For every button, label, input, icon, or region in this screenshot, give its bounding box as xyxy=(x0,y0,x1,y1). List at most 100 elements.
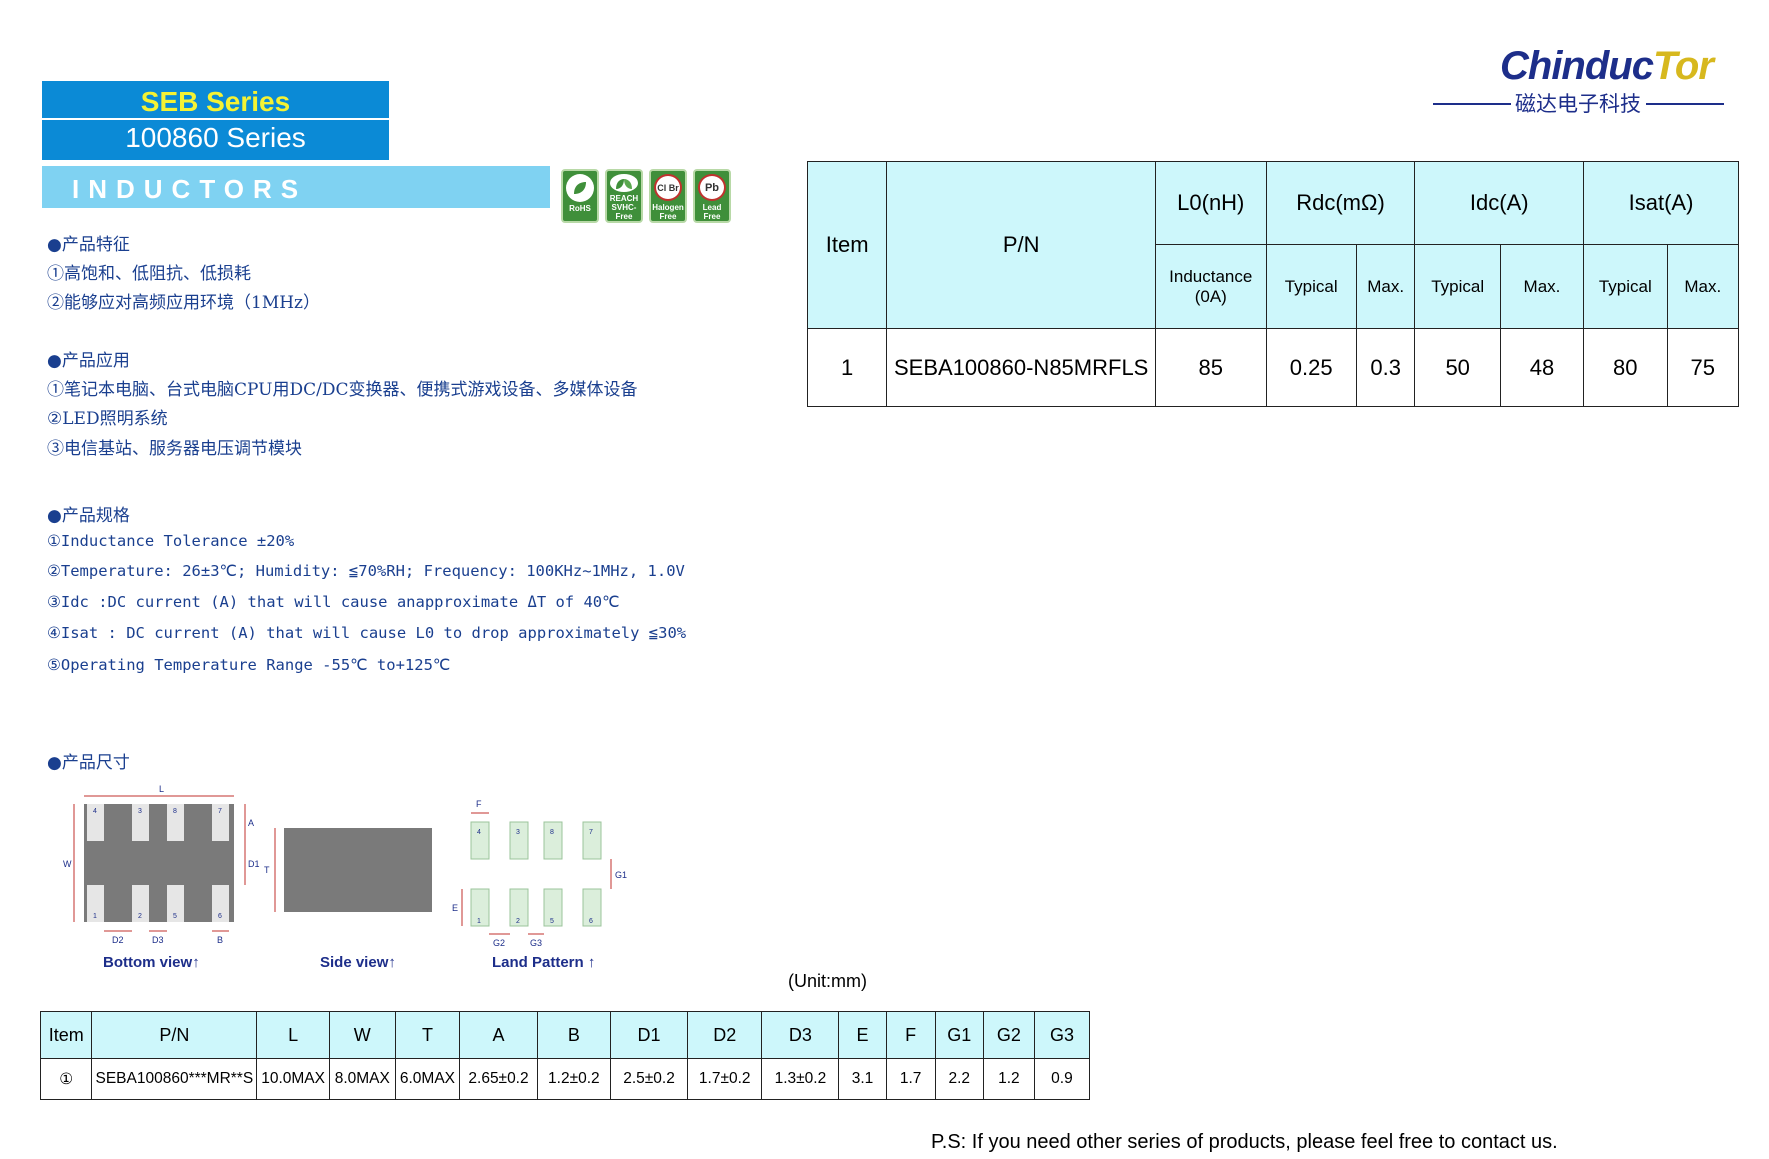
pin-number: 2 xyxy=(516,918,520,925)
badge-label: RoHS xyxy=(569,204,591,213)
label-E: E xyxy=(452,903,458,913)
brand-chinese-name: 磁达电子科技 xyxy=(1515,92,1641,116)
application-item: ③电信基站、服务器电压调节模块 xyxy=(47,439,302,459)
category-banner: INDUCTORS xyxy=(42,166,550,208)
logo-main: Chinduc xyxy=(1500,44,1654,88)
side-view-drawing: T xyxy=(264,828,432,912)
dim-header: D1 xyxy=(609,1011,689,1059)
dim-header: D2 xyxy=(687,1011,763,1059)
label-D3: D3 xyxy=(152,935,164,945)
label-F: F xyxy=(476,799,482,809)
cell-pn: SEBA100860-N85MRFLS xyxy=(886,328,1157,407)
footer-note: P.S: If you need other series of product… xyxy=(931,1131,1558,1153)
logo-tail: Tor xyxy=(1652,44,1714,88)
pin-number: 6 xyxy=(589,918,593,925)
label-D1: D1 xyxy=(248,859,260,869)
cell-isat-max: 75 xyxy=(1666,328,1740,407)
label-G1: G1 xyxy=(615,870,627,880)
electrical-spec-table: Item P/N L0(nH) Rdc(mΩ) Idc(A) Isat(A) I… xyxy=(806,161,1740,407)
cell-item: 1 xyxy=(806,328,888,407)
dim-header: W xyxy=(328,1011,396,1059)
dimension-table: Item P/N L W T A B D1 D2 D3 E F G1 G2 G3… xyxy=(39,1011,1091,1100)
dim-cell: 3.1 xyxy=(838,1058,887,1100)
dim-header: A xyxy=(459,1011,538,1059)
lead-free-badge: Pb Lead Free xyxy=(693,169,731,223)
bottom-view-drawing: L W A D1 D2 D3 B 4 3 8 7 1 2 5 6 xyxy=(63,784,260,945)
spec-item: ⑤Operating Temperature Range -55℃ to+125… xyxy=(47,656,451,674)
dim-header: F xyxy=(885,1011,936,1059)
header-max: Max. xyxy=(1355,244,1416,329)
dim-cell: SEBA100860***MR**S xyxy=(91,1058,258,1100)
badge-label: Halogen Free xyxy=(652,203,684,221)
label-D2: D2 xyxy=(112,935,124,945)
dim-header: D3 xyxy=(761,1011,840,1059)
label-L: L xyxy=(159,784,164,794)
pin-number: 7 xyxy=(218,808,222,815)
pin-number: 3 xyxy=(516,829,520,836)
logo-divider xyxy=(1433,103,1511,105)
pin-number: 3 xyxy=(138,808,142,815)
halogen-free-badge: Cl Br Halogen Free xyxy=(649,169,687,223)
cell-l0: 85 xyxy=(1155,328,1267,407)
leaves-icon xyxy=(610,174,638,192)
dim-cell: 1.7 xyxy=(885,1058,936,1100)
spec-item: ④Isat : DC current (A) that will cause L… xyxy=(47,624,687,642)
cell-rdc-typ: 0.25 xyxy=(1265,328,1357,407)
dim-header: B xyxy=(536,1011,611,1059)
pin-number: 5 xyxy=(550,918,554,925)
lead-free-icon: Pb xyxy=(698,174,726,201)
caret-icon: ↑ xyxy=(388,954,396,971)
feature-item: ①高饱和、低阻抗、低损耗 xyxy=(47,264,251,284)
caret-icon: ↑ xyxy=(587,954,596,971)
application-item: ②LED照明系统 xyxy=(47,409,168,429)
caret-icon: ↑ xyxy=(192,954,200,971)
dim-cell: 1.7±0.2 xyxy=(687,1058,763,1100)
dim-header: G3 xyxy=(1033,1011,1091,1059)
dim-cell: 2.2 xyxy=(934,1058,984,1100)
pin-number: 7 xyxy=(589,829,593,836)
header-typical: Typical xyxy=(1265,244,1357,329)
features-title: ●产品特征 xyxy=(47,235,130,255)
pin-number: 8 xyxy=(173,808,177,815)
spec-item: ②Temperature: 26±3℃; Humidity: ≦70%RH; F… xyxy=(47,562,685,580)
side-view-caption: Side view↑ xyxy=(320,954,396,971)
certification-badges: RoHS REACH SVHC-Free Cl Br Halogen Free … xyxy=(561,169,731,223)
land-pattern-drawing: F G1 E G2 G3 4 3 8 7 1 2 5 6 xyxy=(452,799,627,948)
series-title: SEB Series xyxy=(42,81,389,118)
header-rdc: Rdc(mΩ) xyxy=(1265,161,1416,245)
cell-idc-typ: 50 xyxy=(1414,328,1501,407)
label-B: B xyxy=(217,935,223,945)
header-l0: L0(nH) xyxy=(1155,161,1267,245)
header-typical: Typical xyxy=(1583,244,1668,329)
dim-cell: 0.9 xyxy=(1033,1058,1091,1100)
series-subtitle: 100860 Series xyxy=(42,120,389,160)
land-pattern-caption: Land Pattern ↑ xyxy=(492,954,596,971)
dim-cell: 1.3±0.2 xyxy=(761,1058,840,1100)
cell-rdc-max: 0.3 xyxy=(1355,328,1416,407)
header-pn: P/N xyxy=(886,161,1157,329)
rohs-badge: RoHS xyxy=(561,169,599,223)
pin-number: 1 xyxy=(477,918,481,925)
table-row: ① SEBA100860***MR**S 10.0MAX 8.0MAX 6.0M… xyxy=(39,1058,1091,1100)
dim-cell: 10.0MAX xyxy=(256,1058,330,1100)
cell-isat-typ: 80 xyxy=(1583,328,1668,407)
spec-item: ③Idc :DC current (A) that will cause ana… xyxy=(47,593,620,611)
dimensions-title: ●产品尺寸 xyxy=(47,753,130,773)
label-G2: G2 xyxy=(493,938,505,948)
dim-cell: 6.0MAX xyxy=(394,1058,461,1100)
dim-cell: 1.2 xyxy=(982,1058,1035,1100)
dim-cell: 2.5±0.2 xyxy=(609,1058,689,1100)
pin-number: 8 xyxy=(550,829,554,836)
dim-cell: 8.0MAX xyxy=(328,1058,396,1100)
leaf-icon xyxy=(566,174,594,202)
application-item: ①笔记本电脑、台式电脑CPU用DC/DC变换器、便携式游戏设备、多媒体设备 xyxy=(47,380,638,400)
header-inductance: Inductance (0A) xyxy=(1155,244,1267,329)
pin-number: 1 xyxy=(93,913,97,920)
label-A: A xyxy=(248,818,254,828)
header-typical: Typical xyxy=(1414,244,1501,329)
applications-title: ●产品应用 xyxy=(47,351,130,371)
halogen-free-icon: Cl Br xyxy=(654,174,682,201)
spec-item: ①Inductance Tolerance ±20% xyxy=(47,532,295,550)
dim-header: Item xyxy=(39,1011,93,1059)
badge-label: REACH SVHC-Free xyxy=(609,194,639,221)
